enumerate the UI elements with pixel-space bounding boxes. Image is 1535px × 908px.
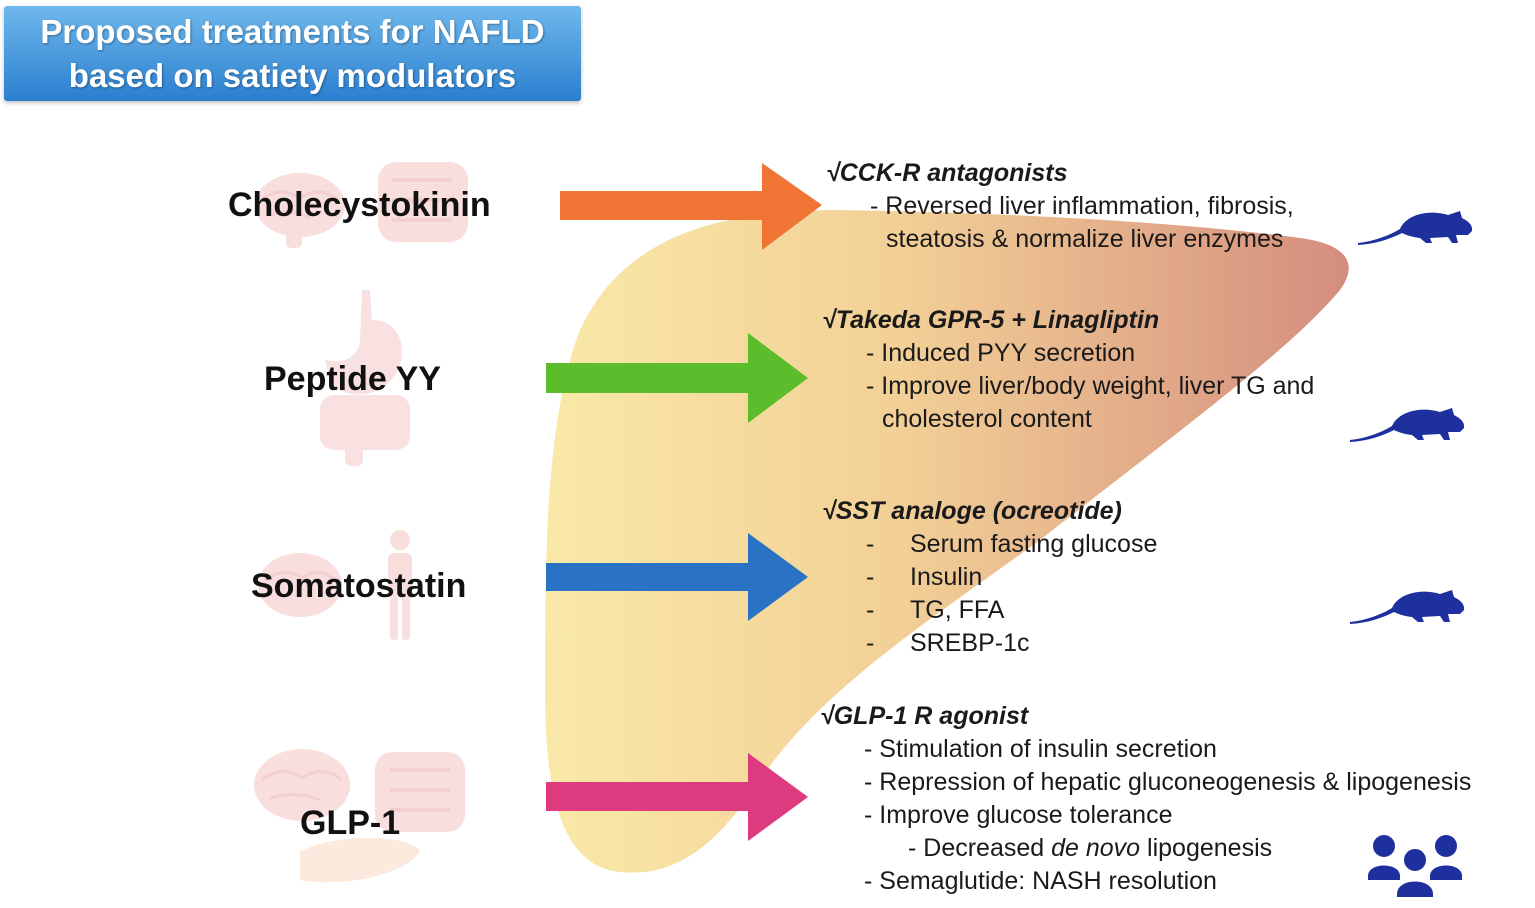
title-line-2: based on satiety modulators [68, 56, 517, 94]
treatment-pyy: √Takeda GPR-5 + Linagliptin - Induced PY… [822, 304, 1314, 436]
item-dash: - [866, 563, 875, 591]
arrow-somatostatin [546, 533, 808, 621]
item-text: TG, FFA [910, 596, 1005, 624]
treatment-line: - Improve liver/body weight, liver TG an… [866, 372, 1315, 400]
brain-icon [255, 173, 345, 248]
treatment-line: - Stimulation of insulin secretion [864, 735, 1217, 763]
treatment-line: - Semaglutide: NASH resolution [864, 867, 1217, 895]
stomach-icon [320, 290, 410, 466]
human-body-icon [388, 530, 412, 640]
people-group-icon [1368, 835, 1462, 898]
treatment-heading: √CCK-R antagonists [826, 159, 1068, 187]
item-dash: - [866, 596, 875, 624]
treatment-subline: - Decreased de novo lipogenesis [820, 832, 1471, 865]
brain-icon [254, 749, 350, 821]
rodent-icon [1350, 590, 1465, 624]
rodent-icon [1350, 408, 1465, 442]
hormone-label-cholecystokinin: Cholecystokinin [228, 186, 491, 224]
item-dash: - [866, 530, 875, 558]
arrow-cholecystokinin [560, 163, 822, 250]
treatment-line: - Repression of hepatic gluconeogenesis … [864, 768, 1472, 796]
treatment-glp1: √GLP-1 R agonist - Stimulation of insuli… [820, 700, 1471, 898]
arrow-glp-1 [546, 753, 808, 841]
treatment-heading: √Takeda GPR-5 + Linagliptin [822, 306, 1160, 334]
treatment-item: - SREBP-1c [822, 627, 1157, 660]
hormone-label-glp-1: GLP-1 [300, 804, 401, 842]
item-text: Insulin [910, 563, 983, 591]
treatment-heading: √SST analoge (ocreotide) [822, 497, 1122, 525]
subline-italic: de novo [1051, 834, 1141, 862]
treatment-line: - Induced PYY secretion [866, 339, 1136, 367]
treatment-line: - Improve glucose tolerance [864, 801, 1173, 829]
treatment-sst: √SST analoge (ocreotide) - Serum fasting … [822, 495, 1157, 660]
treatment-line: steatosis & normalize liver enzymes [886, 225, 1284, 253]
intestine-icon [378, 162, 468, 242]
treatment-item: - TG, FFA [822, 594, 1157, 627]
brain-icon [258, 553, 342, 617]
item-dash: - [866, 629, 875, 657]
arrow-peptide-yy [546, 333, 808, 423]
treatment-heading: √GLP-1 R agonist [820, 702, 1029, 730]
item-text: SREBP-1c [910, 629, 1030, 657]
rodent-icon [1358, 211, 1473, 245]
pancreas-icon [300, 837, 420, 883]
hormone-label-peptide-yy: Peptide YY [264, 360, 441, 398]
treatment-line: cholesterol content [882, 405, 1092, 433]
item-text: Serum fasting glucose [910, 530, 1158, 558]
treatment-item: - Serum fasting glucose [822, 528, 1157, 561]
subline-suffix: lipogenesis [1140, 834, 1273, 862]
hormone-label-somatostatin: Somatostatin [251, 567, 467, 605]
treatment-line: - Reversed liver inflammation, fibrosis, [870, 192, 1294, 220]
intestine-icon [375, 752, 465, 832]
treatment-item: - Insulin [822, 561, 1157, 594]
title-banner: Proposed treatments for NAFLD based on s… [4, 6, 581, 101]
subline-prefix: - Decreased [908, 834, 1052, 862]
title-line-1: Proposed treatments for NAFLD [40, 12, 545, 50]
treatment-cck: √CCK-R antagonists - Reversed liver infl… [826, 157, 1294, 256]
